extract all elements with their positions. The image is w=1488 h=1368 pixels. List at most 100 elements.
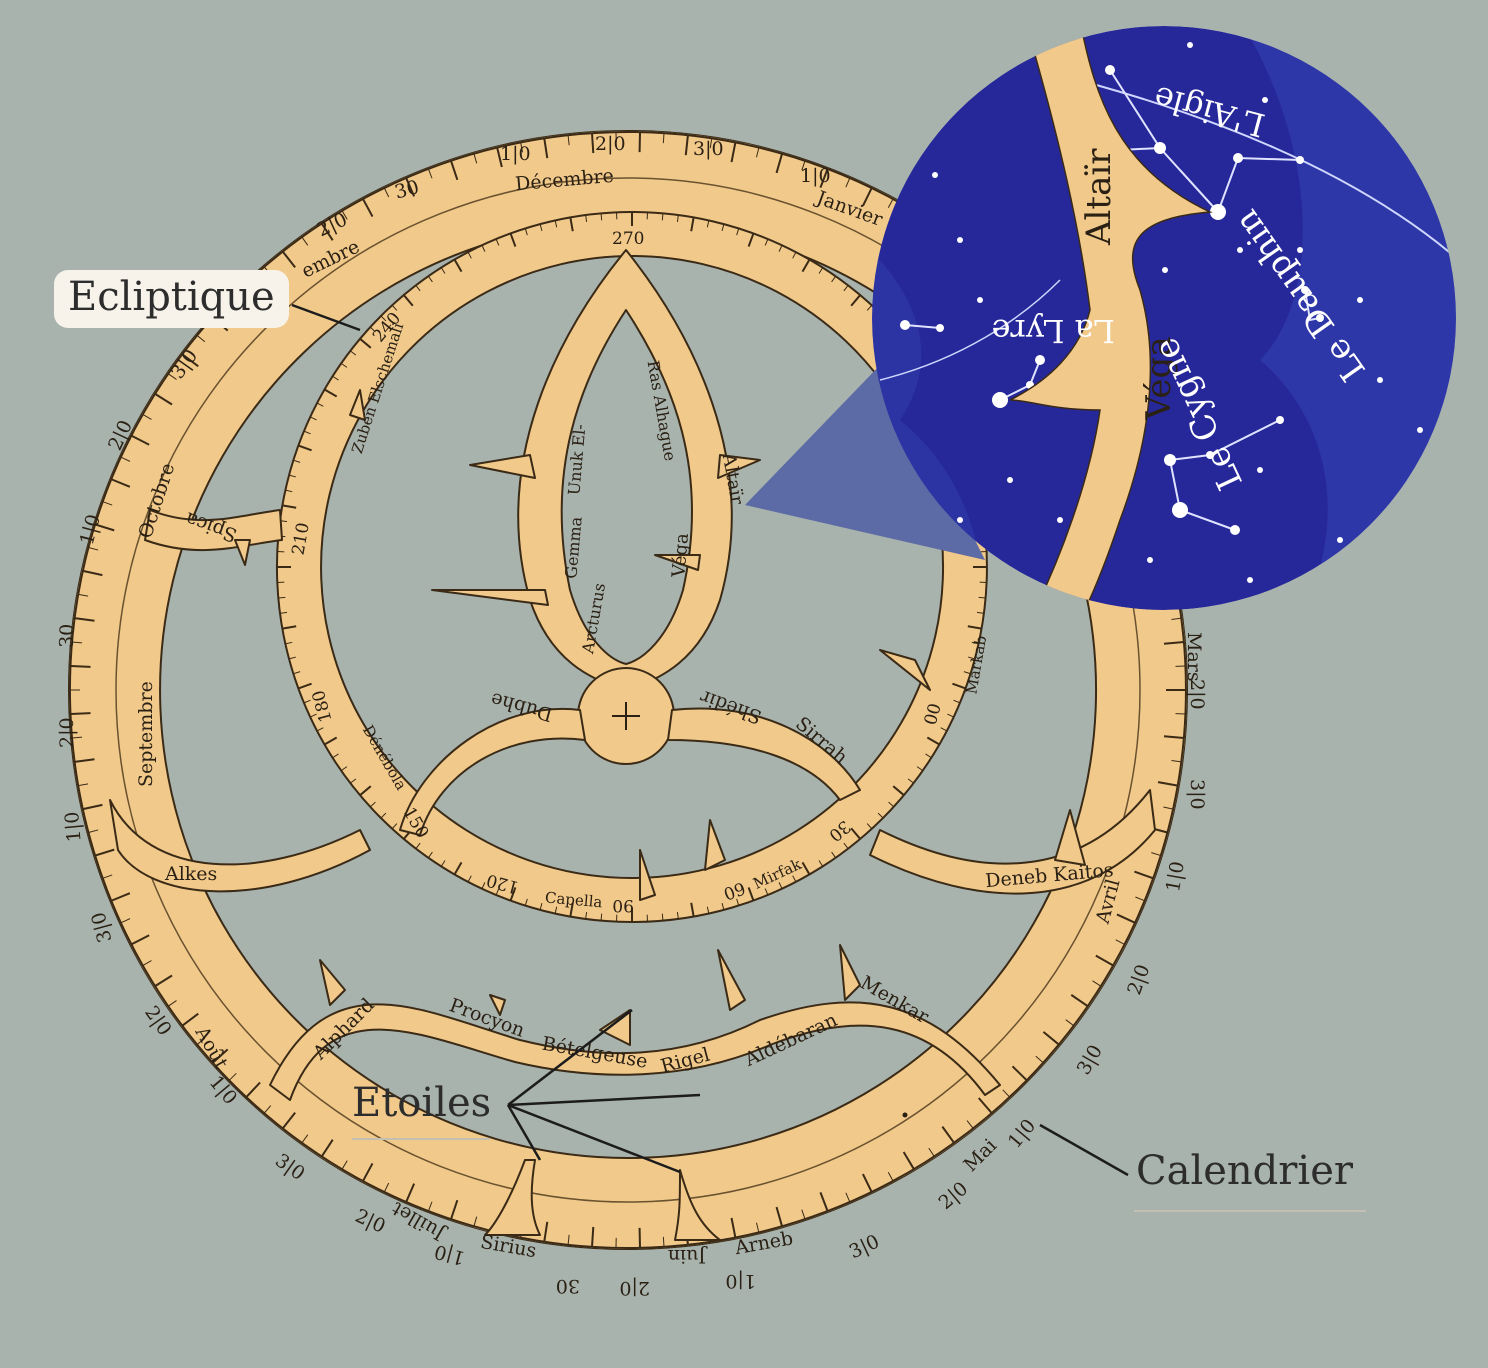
tick-mark bbox=[450, 1199, 459, 1220]
tick-mark bbox=[467, 875, 472, 883]
tick-mark bbox=[142, 414, 152, 420]
month-septembre: Septembre bbox=[135, 681, 157, 787]
tick-mark bbox=[952, 682, 966, 690]
tick-mark bbox=[110, 892, 131, 902]
tick-mark bbox=[70, 712, 91, 716]
tick-mark bbox=[110, 478, 131, 488]
tick-mark bbox=[340, 766, 348, 772]
tick-mark bbox=[369, 326, 376, 333]
tick-mark bbox=[102, 874, 113, 879]
tick-mark bbox=[1134, 870, 1154, 880]
tick-mark bbox=[1116, 913, 1136, 924]
tick-mark bbox=[120, 918, 131, 924]
tick-mark bbox=[481, 245, 486, 252]
tick-mark bbox=[496, 147, 503, 168]
tick-mark bbox=[539, 903, 543, 911]
star-gemma: Gemma bbox=[561, 515, 585, 579]
tick-mark bbox=[1065, 1019, 1075, 1027]
tick-mark bbox=[747, 887, 755, 901]
tick-mark bbox=[285, 641, 293, 645]
tick-mark bbox=[1070, 994, 1089, 1008]
tick-mark bbox=[569, 217, 574, 232]
month-mai: Mai bbox=[959, 1135, 1001, 1177]
tick-mark bbox=[181, 1012, 199, 1027]
tick-mark bbox=[569, 902, 574, 917]
tick-mark bbox=[818, 267, 824, 274]
tick-mark bbox=[524, 898, 528, 906]
tick-mark bbox=[543, 138, 549, 159]
tick-mark bbox=[963, 671, 971, 675]
tick-mark bbox=[303, 430, 311, 435]
tick-mark bbox=[543, 1221, 549, 1242]
tick-mark bbox=[756, 1222, 760, 1233]
cal-num: 1|0 bbox=[800, 165, 831, 187]
cal-num: 3|0 bbox=[271, 1149, 309, 1185]
tick-mark bbox=[941, 1126, 955, 1144]
callout-calendrier: Calendrier bbox=[1136, 1148, 1353, 1194]
tick-mark bbox=[928, 1147, 935, 1157]
cal-num: 3|0 bbox=[693, 138, 724, 160]
tick-mark bbox=[359, 785, 372, 796]
tick-mark bbox=[481, 882, 486, 889]
tick-mark bbox=[380, 315, 387, 322]
tick-mark bbox=[721, 903, 725, 911]
tick-mark bbox=[78, 783, 89, 787]
tick-mark bbox=[196, 1037, 206, 1045]
tick-mark bbox=[362, 1162, 374, 1182]
tick-mark bbox=[877, 812, 884, 819]
cal-num: 30 bbox=[556, 1275, 580, 1297]
tick-mark bbox=[350, 778, 357, 784]
tick-mark bbox=[953, 699, 961, 704]
zoom-label-vega: Véga bbox=[1139, 336, 1179, 421]
tick-mark bbox=[278, 596, 286, 599]
tick-mark bbox=[862, 1173, 873, 1193]
tick-mark bbox=[524, 228, 528, 236]
tick-mark bbox=[380, 812, 387, 819]
tick-mark bbox=[72, 641, 83, 644]
tick-mark bbox=[866, 823, 873, 830]
tick-mark bbox=[341, 1160, 348, 1170]
tick-mark bbox=[212, 1048, 229, 1064]
tick-mark bbox=[263, 1105, 272, 1114]
cal-num: 2|0 bbox=[352, 1205, 389, 1238]
tick-mark bbox=[293, 671, 301, 675]
tick-mark bbox=[509, 887, 517, 901]
tick-mark bbox=[778, 882, 783, 889]
tick-mark bbox=[282, 625, 297, 630]
tick-mark bbox=[887, 1172, 894, 1182]
zoom-rete-arm bbox=[1009, 26, 1213, 610]
tick-mark bbox=[736, 898, 740, 906]
tick-mark bbox=[676, 214, 679, 223]
tick-mark bbox=[792, 875, 797, 883]
calendrier-underline bbox=[1134, 1210, 1366, 1212]
tick-mark bbox=[1011, 1065, 1028, 1082]
tick-mark bbox=[977, 1097, 993, 1114]
tick-mark bbox=[845, 1192, 851, 1203]
tick-mark bbox=[350, 350, 357, 356]
tick-mark bbox=[415, 285, 421, 292]
tick-mark bbox=[554, 906, 558, 914]
tick-mark bbox=[74, 758, 95, 763]
tick-mark bbox=[1163, 641, 1185, 645]
cal-num: 3|0 bbox=[1186, 779, 1208, 810]
tick-mark bbox=[70, 664, 91, 668]
tick-mark bbox=[706, 220, 710, 228]
tick-mark bbox=[332, 375, 339, 381]
tick-mark bbox=[736, 228, 740, 236]
tick-mark bbox=[1115, 939, 1125, 945]
tick-mark bbox=[591, 133, 595, 154]
tick-mark bbox=[332, 753, 339, 759]
tick-mark bbox=[94, 848, 115, 857]
tick-mark bbox=[690, 902, 695, 917]
tick-mark bbox=[764, 888, 769, 896]
tick-mark bbox=[775, 153, 784, 174]
tick-mark bbox=[801, 1209, 806, 1220]
tick-mark bbox=[916, 766, 924, 772]
tick-mark bbox=[888, 801, 895, 808]
month-juin: Juin bbox=[668, 1245, 708, 1267]
tick-mark bbox=[819, 1192, 829, 1212]
tick-mark bbox=[520, 142, 524, 153]
tick-mark bbox=[142, 960, 152, 966]
tick-mark bbox=[245, 1081, 261, 1098]
tick-mark bbox=[303, 699, 311, 704]
